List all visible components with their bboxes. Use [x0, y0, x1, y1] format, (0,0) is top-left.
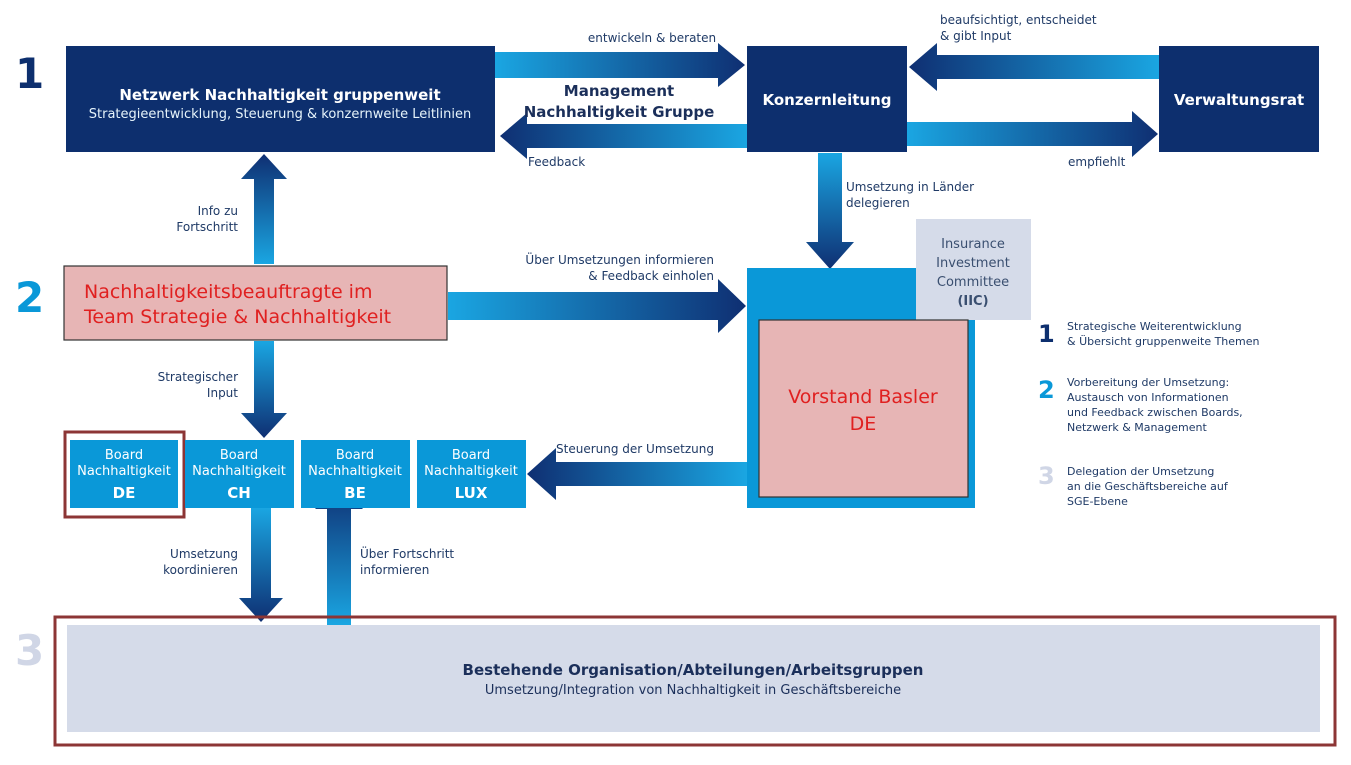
management-line-1: Management [564, 82, 674, 100]
verwaltungsrat-label: Verwaltungsrat [1174, 91, 1304, 109]
bestehende-title: Bestehende Organisation/Abteilungen/Arbe… [463, 661, 924, 679]
label-ueber-umsetzungen-2: & Feedback einholen [588, 269, 714, 283]
arrow-feedback [500, 113, 747, 159]
iic-line-4: (IIC) [957, 294, 988, 309]
beauftragte-line-2: Team Strategie & Nachhaltigkeit [83, 306, 391, 328]
arrow-umsetzung-koordinieren [239, 508, 283, 622]
label-ueber-umsetzungen-1: Über Umsetzungen informieren [525, 251, 714, 267]
legend-2-line-2: Austausch von Informationen [1067, 391, 1229, 404]
legend-number-1: 1 [1038, 320, 1055, 348]
arrow-beaufsichtigt [909, 43, 1160, 91]
label-beaufsichtigt-1: beaufsichtigt, entscheidet [940, 13, 1097, 27]
label-empfiehlt: empfiehlt [1068, 155, 1126, 169]
label-informieren: informieren [360, 563, 429, 577]
label-steuerung: Steuerung der Umsetzung [556, 442, 714, 456]
arrow-info-fortschritt [241, 154, 287, 264]
iic-line-1: Insurance [941, 237, 1005, 252]
highlight-frame-level-3 [53, 615, 1337, 747]
label-info-zu: Info zu [198, 204, 238, 218]
board-ch-code: CH [227, 484, 251, 502]
legend-number-3: 3 [1038, 462, 1055, 490]
beauftragte-line-1: Nachhaltigkeitsbeauftragte im [84, 281, 372, 303]
legend: 1 Strategische Weiterentwicklung & Übers… [1038, 320, 1260, 508]
legend-2-line-4: Netzwerk & Management [1067, 421, 1207, 434]
iic-line-3: Committee [937, 275, 1009, 290]
board-lux-line-2: Nachhaltigkeit [424, 464, 518, 479]
board-ch: Board Nachhaltigkeit CH [185, 440, 294, 508]
legend-3-line-1: Delegation der Umsetzung [1067, 465, 1214, 478]
arrow-ueber-umsetzungen [448, 279, 746, 333]
arrow-strategischer-input [241, 341, 287, 438]
management-line-2: Nachhaltigkeit Gruppe [524, 103, 715, 121]
board-ch-line-1: Board [220, 448, 258, 463]
board-lux-line-1: Board [452, 448, 490, 463]
legend-3-line-3: SGE-Ebene [1067, 495, 1128, 508]
legend-3-line-2: an die Geschäftsbereiche auf [1067, 480, 1229, 493]
netzwerk-subtitle: Strategieentwicklung, Steuerung & konzer… [89, 107, 471, 122]
vorstand-line-1: Vorstand Basler [788, 386, 938, 408]
konzernleitung-box: Konzernleitung [747, 46, 907, 152]
board-be-code: BE [344, 484, 366, 502]
board-lux-code: LUX [455, 484, 488, 502]
label-entwickeln-beraten: entwickeln & beraten [588, 31, 716, 45]
board-ch-line-2: Nachhaltigkeit [192, 464, 286, 479]
label-ueber-fortschritt: Über Fortschritt [360, 545, 454, 561]
legend-2-line-1: Vorbereitung der Umsetzung: [1067, 376, 1229, 389]
label-strategischer: Strategischer [158, 370, 238, 384]
legend-2-line-3: und Feedback zwischen Boards, [1067, 406, 1243, 419]
arrow-empfiehlt [907, 111, 1158, 157]
vorstand-line-2: DE [850, 413, 877, 435]
label-fortschritt: Fortschritt [176, 220, 238, 234]
arrow-ueber-fortschritt [315, 484, 363, 625]
board-de: Board Nachhaltigkeit DE [70, 440, 178, 508]
legend-number-2: 2 [1038, 376, 1055, 404]
vorstand-box: Vorstand Basler DE [758, 319, 969, 498]
label-feedback: Feedback [528, 155, 585, 169]
bestehende-subtitle: Umsetzung/Integration von Nachhaltigkeit… [485, 683, 901, 698]
level-number-2: 2 [15, 273, 44, 322]
board-de-line-2: Nachhaltigkeit [77, 464, 171, 479]
highlight-frame-board-de [63, 430, 186, 519]
legend-1-line-2: & Übersicht gruppenweite Themen [1067, 335, 1260, 348]
label-koordinieren: koordinieren [163, 563, 238, 577]
arrow-entwickeln-beraten [495, 43, 745, 87]
beauftragte-box: Nachhaltigkeitsbeauftragte im Team Strat… [63, 265, 448, 341]
board-lux: Board Nachhaltigkeit LUX [417, 440, 526, 508]
konzernleitung-label: Konzernleitung [762, 91, 891, 109]
bestehende-box: Bestehende Organisation/Abteilungen/Arbe… [67, 625, 1320, 732]
iic-box: Insurance Investment Committee (IIC) [916, 219, 1031, 320]
legend-1-line-1: Strategische Weiterentwicklung [1067, 320, 1242, 333]
board-be-line-1: Board [336, 448, 374, 463]
iic-line-2: Investment [936, 256, 1010, 271]
board-de-code: DE [113, 484, 136, 502]
board-de-line-1: Board [105, 448, 143, 463]
arrow-umsetzung-laender [806, 153, 854, 269]
arrow-steuerung [527, 448, 747, 500]
label-beaufsichtigt-2: & gibt Input [940, 29, 1012, 43]
netzwerk-title: Netzwerk Nachhaltigkeit gruppenweit [119, 86, 440, 104]
netzwerk-box: Netzwerk Nachhaltigkeit gruppenweit Stra… [66, 46, 495, 152]
label-umsetzung-laender-1: Umsetzung in Länder [846, 180, 974, 194]
label-input: Input [207, 386, 238, 400]
label-umsetzung: Umsetzung [170, 547, 238, 561]
level-number-1: 1 [15, 49, 44, 98]
level-number-3: 3 [15, 626, 44, 675]
label-umsetzung-laender-2: delegieren [846, 196, 910, 210]
board-be-line-2: Nachhaltigkeit [308, 464, 402, 479]
verwaltungsrat-box: Verwaltungsrat [1159, 46, 1319, 152]
board-be: Board Nachhaltigkeit BE [301, 440, 410, 508]
